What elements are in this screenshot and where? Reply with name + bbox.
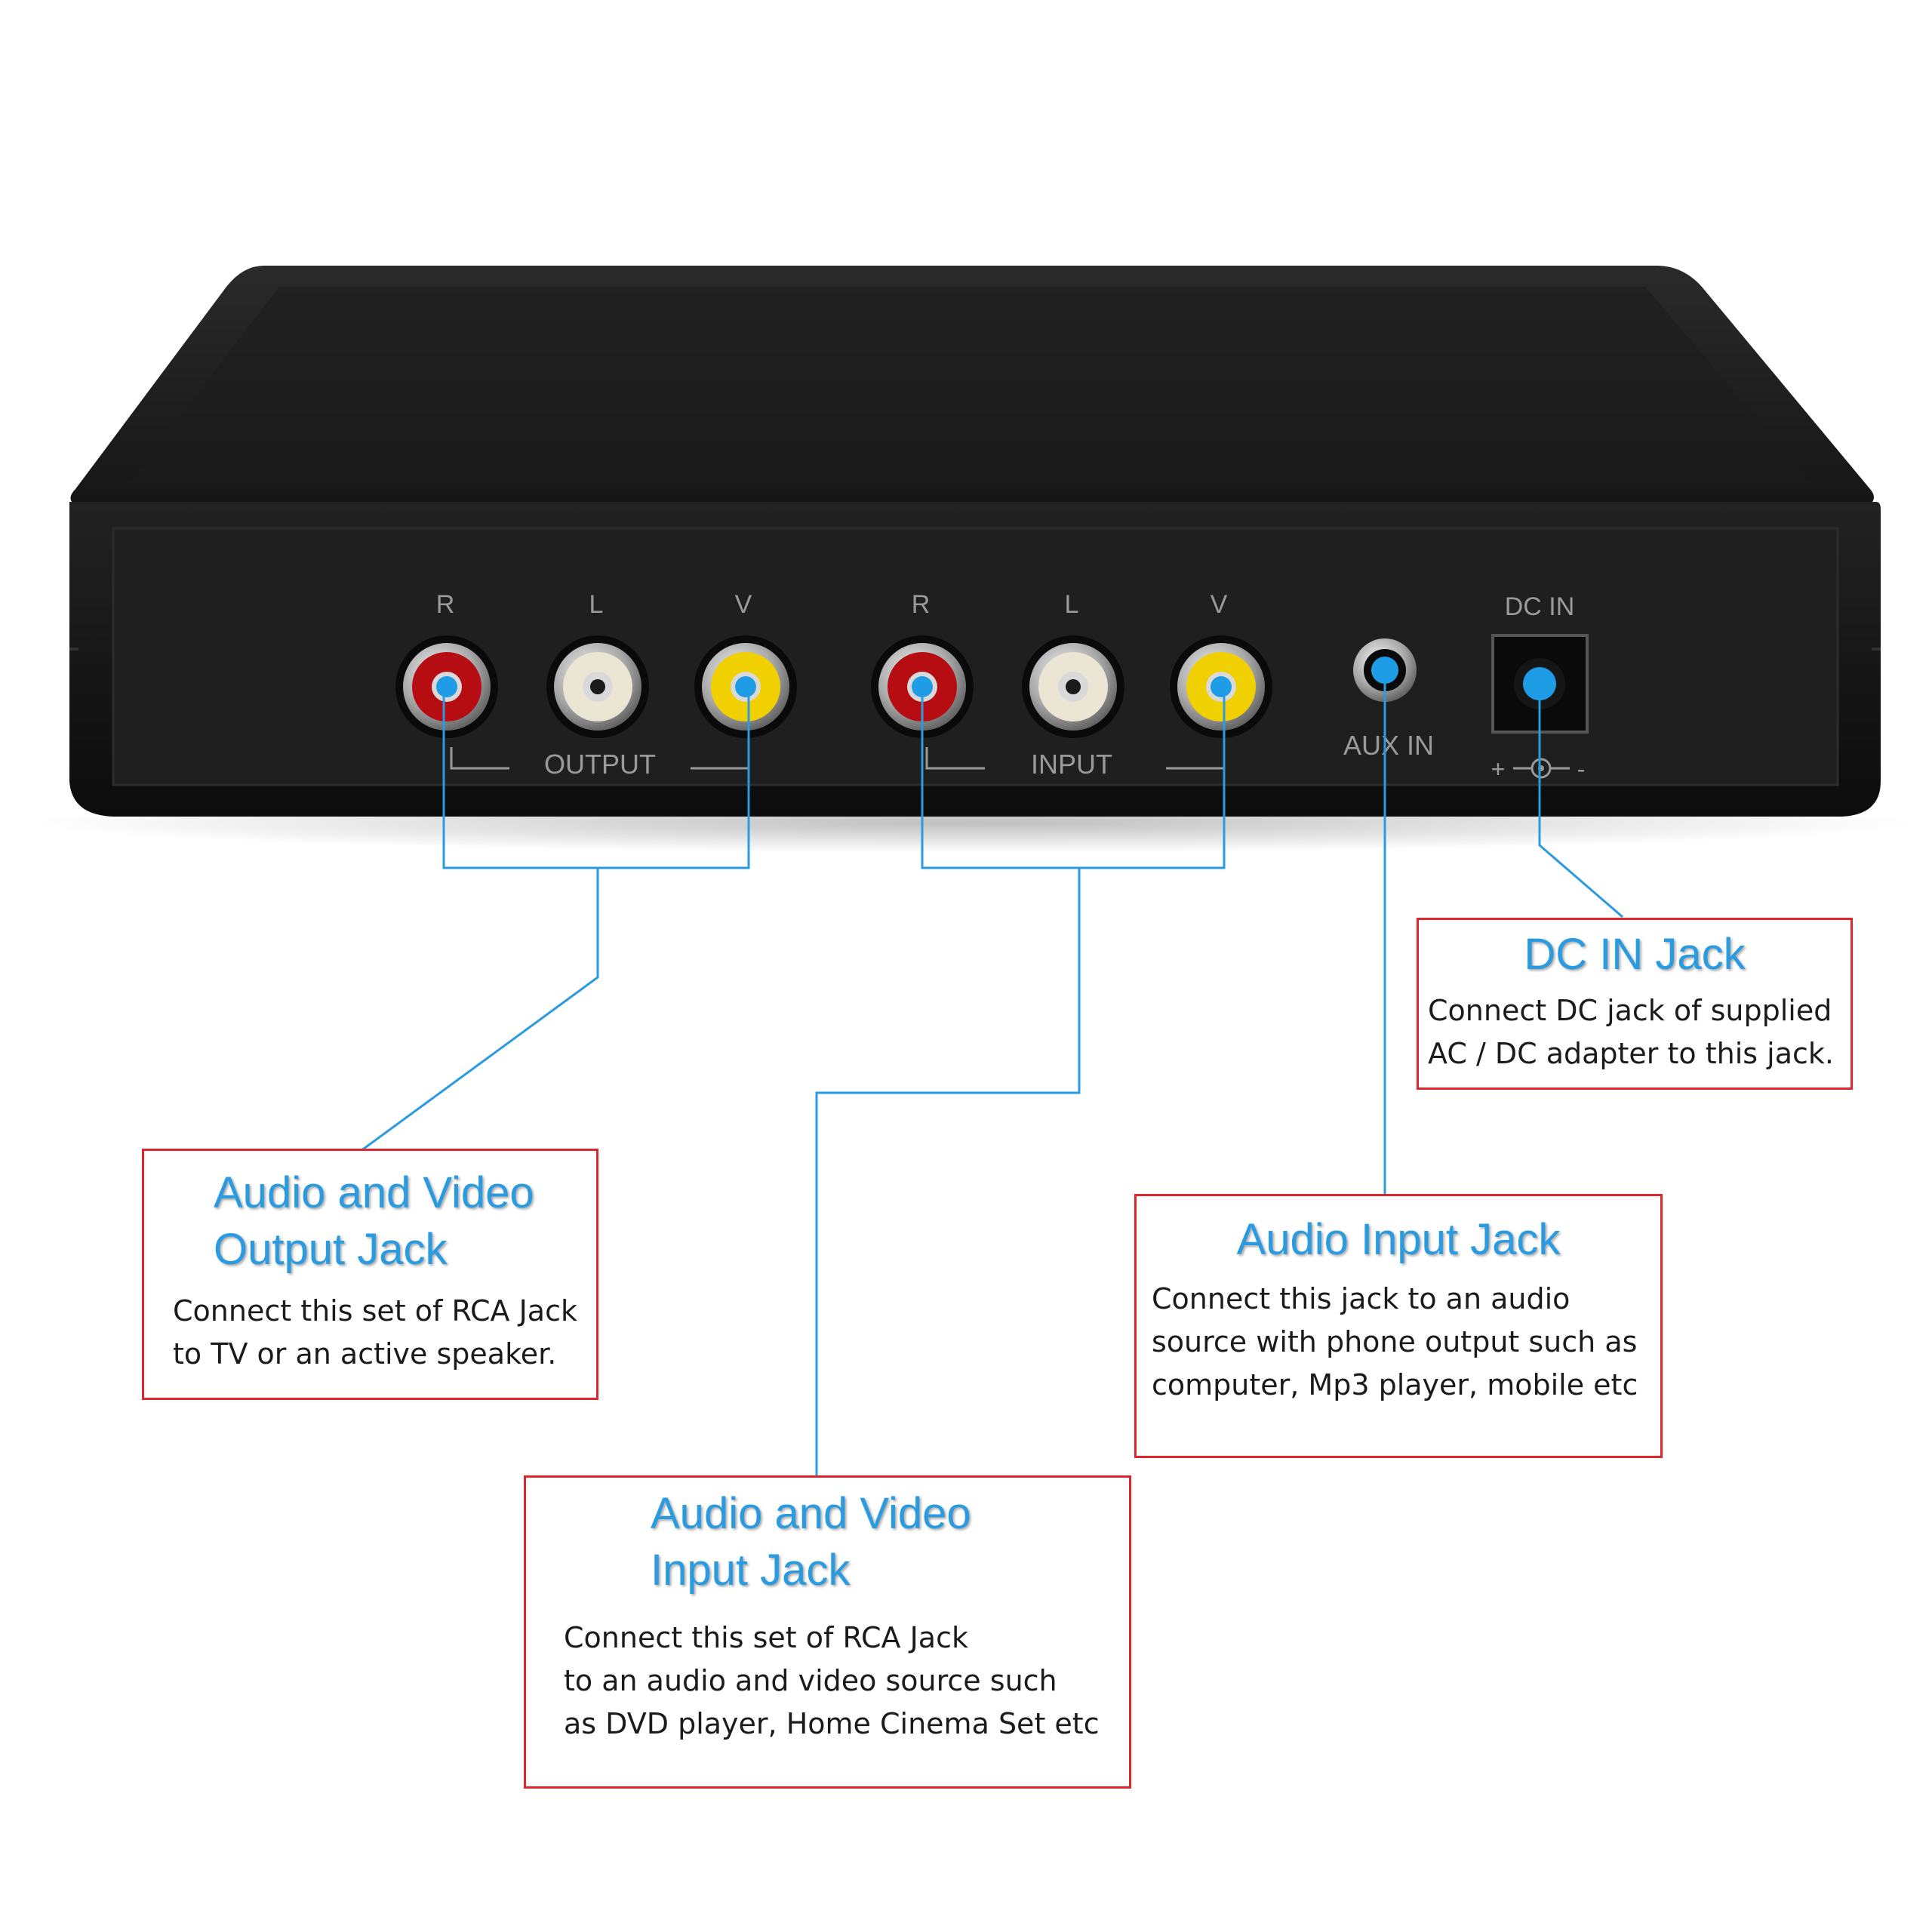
- callout-av-output-body: Connect this set of RCA Jack to TV or an…: [173, 1294, 577, 1371]
- callout-dc-in-title: DC IN Jack: [1524, 930, 1746, 979]
- input-jack-label-l: L: [1065, 590, 1079, 619]
- leader-av-input: [815, 688, 1226, 1478]
- svg-text:-: -: [1577, 755, 1586, 783]
- aux-in-label: AUX IN: [1343, 730, 1434, 761]
- svg-text:+: +: [1491, 755, 1506, 783]
- dc-dot: [1523, 667, 1556, 700]
- callout-av-input: Audio and Video Input Jack Connect this …: [524, 1475, 1131, 1789]
- callout-dc-in-body: Connect DC jack of supplied AC / DC adap…: [1428, 994, 1834, 1070]
- input-r-dot: [912, 676, 933, 697]
- callout-av-output-title: Audio and Video Output Jack: [214, 1168, 534, 1275]
- callout-av-output: Audio and Video Output Jack Connect this…: [142, 1149, 598, 1400]
- aux-dot: [1371, 657, 1398, 684]
- output-v-dot: [735, 676, 756, 697]
- input-jack-label-v: V: [1211, 590, 1228, 619]
- input-jack-l[interactable]: [1022, 635, 1124, 738]
- output-r-dot: [436, 676, 457, 697]
- input-jack-label-r: R: [912, 590, 931, 619]
- callout-audio-input: Audio Input Jack Connect this jack to an…: [1134, 1194, 1663, 1458]
- callout-audio-input-body: Connect this jack to an audio source wit…: [1152, 1282, 1638, 1401]
- callout-dc-in: DC IN Jack Connect DC jack of supplied A…: [1417, 918, 1853, 1090]
- dc-polarity-symbol: + -: [1491, 755, 1586, 783]
- callout-av-input-title: Audio and Video Input Jack: [651, 1489, 971, 1595]
- dc-in-label: DC IN: [1505, 592, 1575, 621]
- device-body: [30, 266, 1917, 853]
- callout-audio-input-title: Audio Input Jack: [1236, 1215, 1561, 1264]
- leader-dc-in: [1538, 684, 1623, 918]
- leader-av-output: [360, 688, 750, 1152]
- output-group-label: OUTPUT: [544, 749, 656, 780]
- output-jack-label-l: L: [589, 590, 604, 619]
- input-v-dot: [1211, 676, 1232, 697]
- input-group-label: INPUT: [1031, 749, 1112, 780]
- output-jack-label-v: V: [735, 590, 752, 619]
- output-jack-l[interactable]: [546, 635, 649, 738]
- callout-av-input-body: Connect this set of RCA Jack to an audio…: [564, 1621, 1100, 1740]
- output-jack-label-r: R: [436, 590, 455, 619]
